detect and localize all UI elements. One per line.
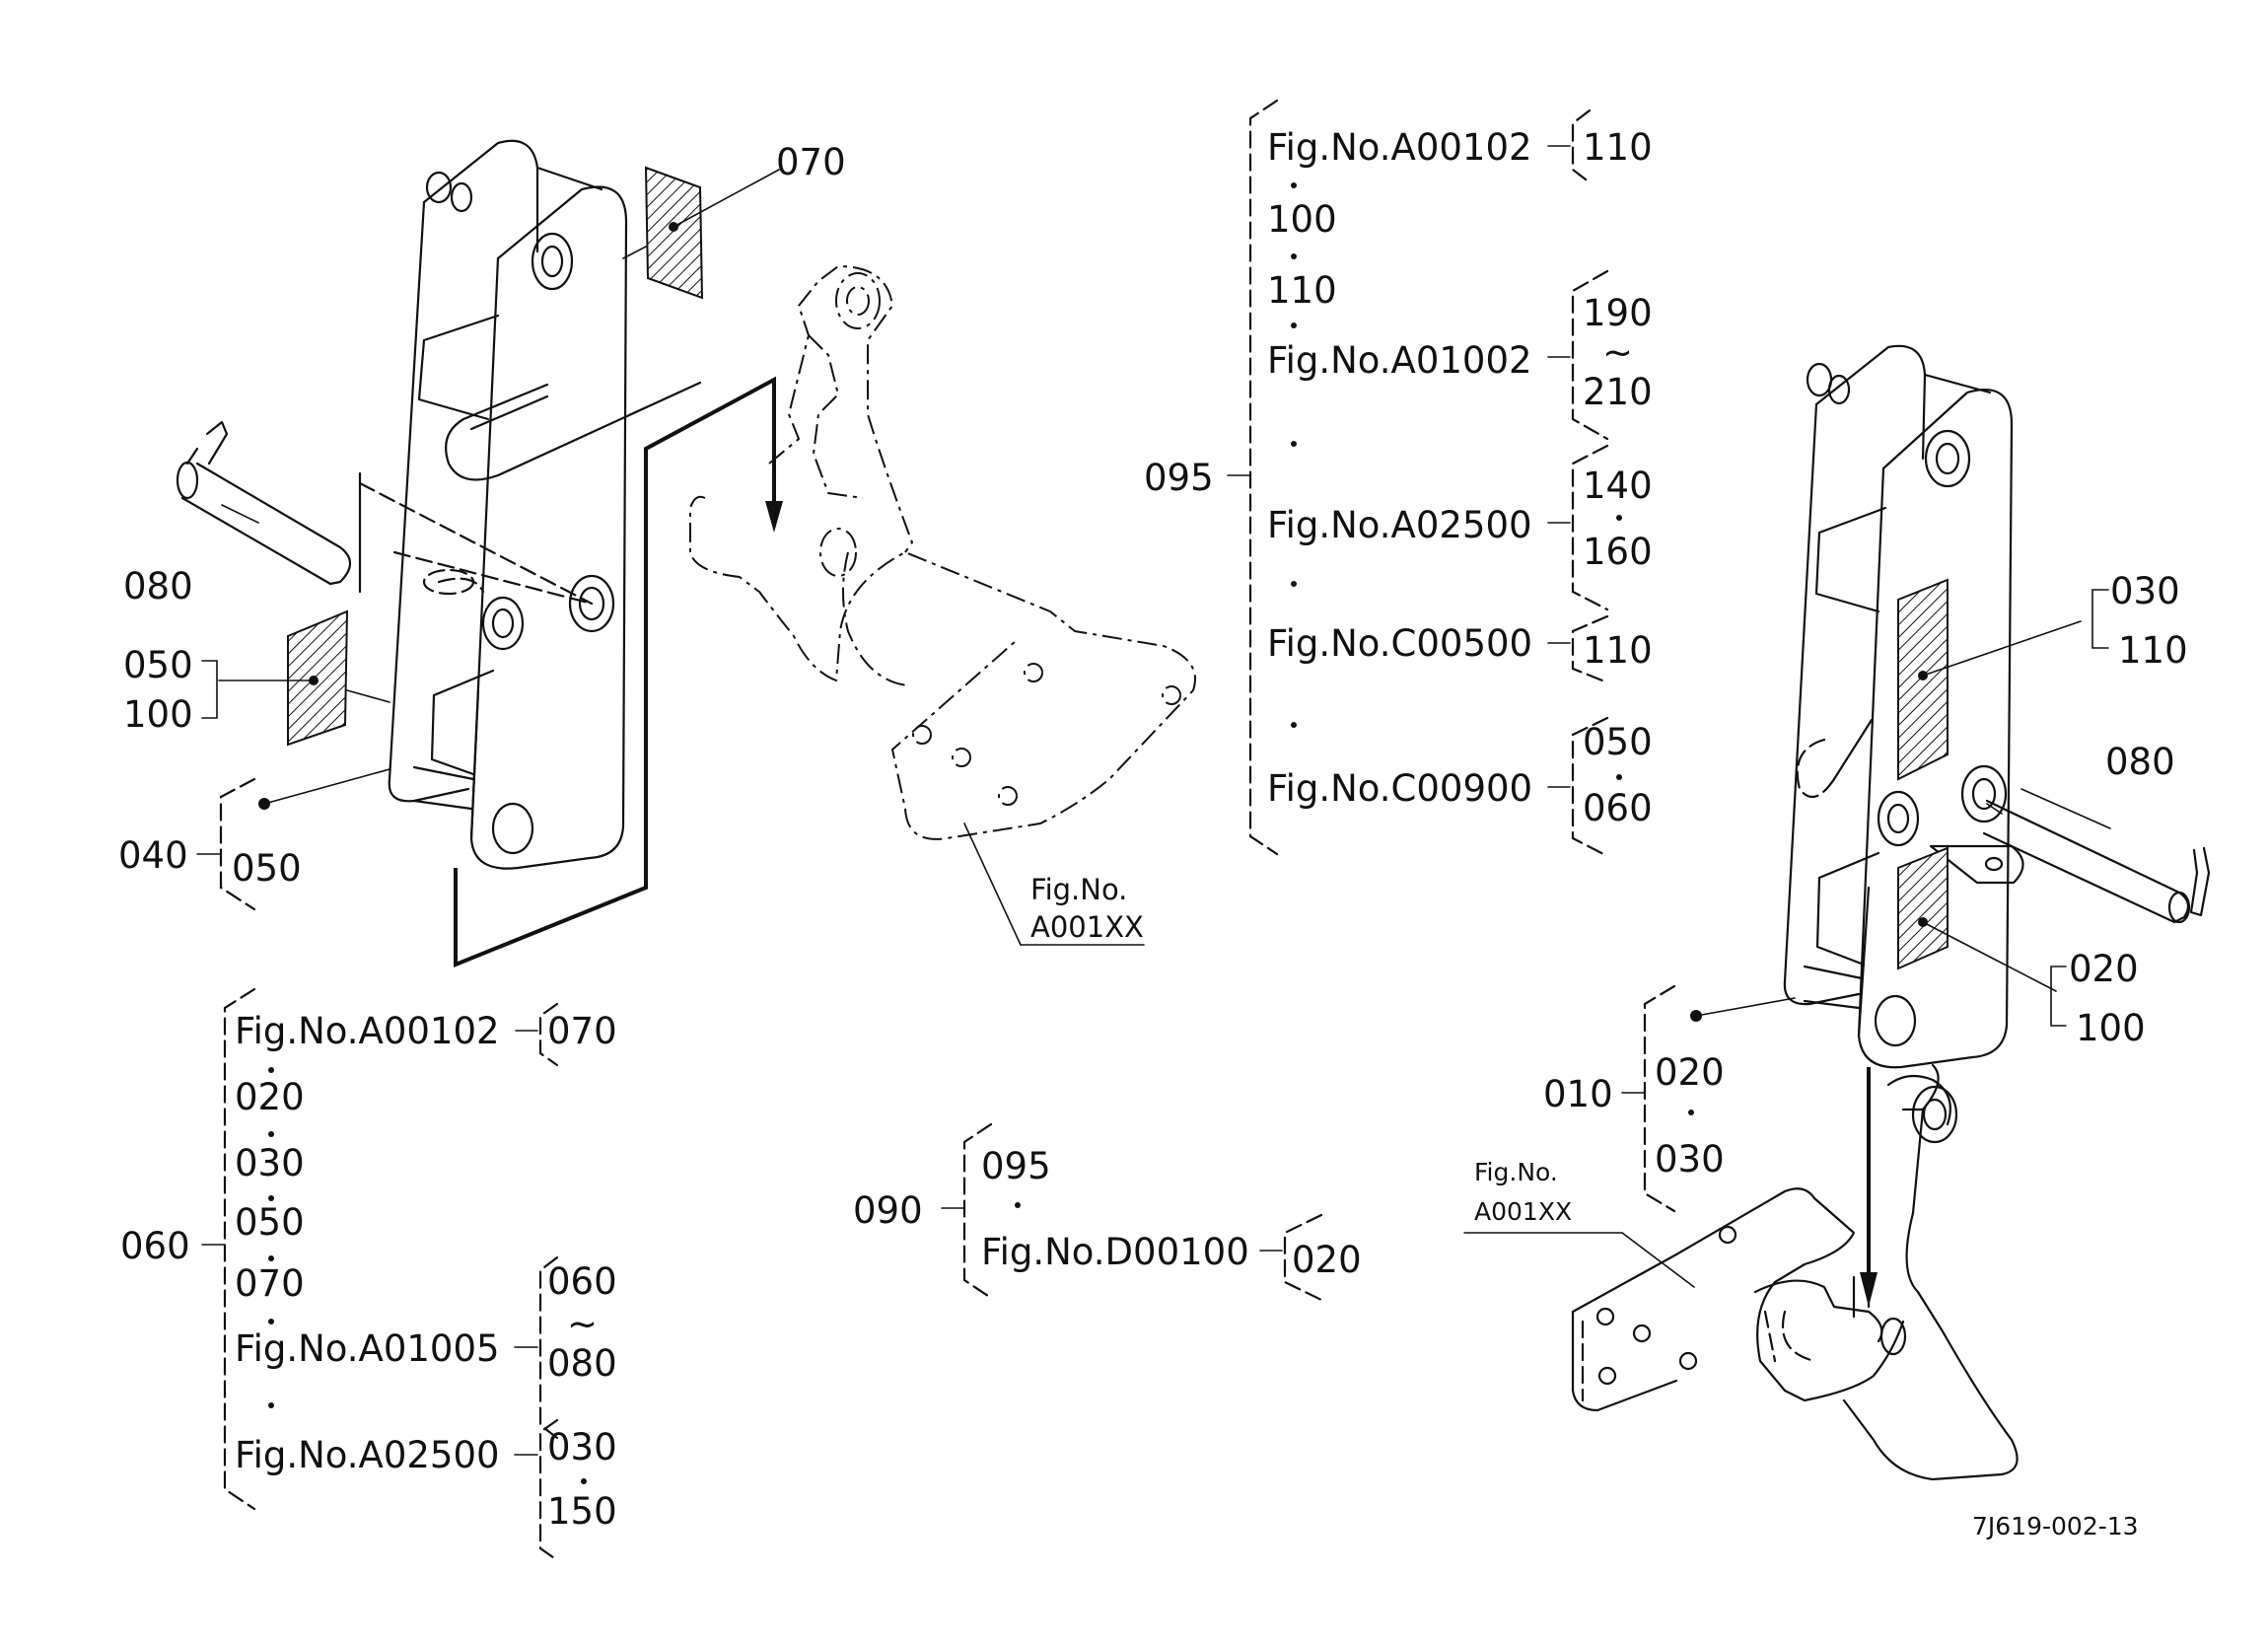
label-010: 010 xyxy=(1543,1073,1613,1115)
right-bracket-assembly xyxy=(1690,344,2211,1069)
label-010-sub-030: 030 xyxy=(1655,1138,1725,1181)
g095-fig-a01002-from: 190 xyxy=(1583,292,1653,334)
label-060: 060 xyxy=(120,1225,190,1267)
g095-range-symbol: ~ xyxy=(1602,331,1633,374)
label-020: 020 xyxy=(2069,948,2139,990)
label-040-sub-050: 050 xyxy=(232,847,302,890)
g060-range-symbol: ~ xyxy=(567,1303,598,1345)
g095-fig-a01002: Fig.No.A01002 xyxy=(1267,339,1532,382)
g095-fig-a02500-a: 140 xyxy=(1583,465,1653,507)
g095-fig-c00900-b: 060 xyxy=(1583,787,1653,829)
g060-item-070: 070 xyxy=(235,1262,305,1305)
g095-fig-a00102: Fig.No.A00102 xyxy=(1267,126,1532,169)
g095-fig-a00102-ref: 110 xyxy=(1583,126,1653,169)
label-080-left: 080 xyxy=(123,565,193,608)
fig-ref-lower-line1: Fig.No. xyxy=(1474,1158,1558,1186)
g095-fig-c00900: Fig.No.C00900 xyxy=(1267,767,1532,810)
label-040: 040 xyxy=(118,834,188,877)
label-090: 090 xyxy=(853,1189,923,1232)
label-010-sub-020: 020 xyxy=(1655,1051,1725,1094)
fig-ref-lower-line2: A001XX xyxy=(1474,1197,1572,1226)
g090-fig-d00100: Fig.No.D00100 xyxy=(981,1231,1249,1273)
group-060: 060 Fig.No.A00102 070 020 030 050 070 Fi… xyxy=(120,987,617,1562)
left-assembly-arrow xyxy=(454,376,783,967)
g090-item-095: 095 xyxy=(981,1145,1051,1187)
g060-fig-a02500-b: 150 xyxy=(547,1490,617,1533)
label-110: 110 xyxy=(2118,629,2188,672)
g090-fig-d00100-ref: 020 xyxy=(1292,1239,1362,1281)
g060-fig-a02500: Fig.No.A02500 xyxy=(235,1434,500,1476)
label-050: 050 xyxy=(123,644,193,686)
g060-fig-a00102-ref: 070 xyxy=(547,1010,617,1052)
g095-fig-c00500: Fig.No.C00500 xyxy=(1267,622,1532,665)
group-090: 090 095 Fig.No.D00100 020 xyxy=(853,1122,1362,1302)
left-bracket-assembly xyxy=(176,139,780,870)
g060-fig-a01005-to: 080 xyxy=(547,1342,617,1385)
g060-fig-a01005: Fig.No.A01005 xyxy=(235,1327,500,1370)
label-030: 030 xyxy=(2110,570,2180,612)
fig-ref-upper-line2: A001XX xyxy=(1030,910,1144,944)
g095-item-100: 100 xyxy=(1267,198,1337,241)
g095-fig-c00500-ref: 110 xyxy=(1583,629,1653,672)
g095-fig-a01002-to: 210 xyxy=(1583,371,1653,413)
label-100-right: 100 xyxy=(2076,1007,2146,1049)
group-095: 095 Fig.No.A00102 110 100 110 Fig.No.A01… xyxy=(1144,99,1653,858)
g095-item-110: 110 xyxy=(1267,269,1337,312)
label-080-right: 080 xyxy=(2105,741,2175,783)
g095-fig-a02500: Fig.No.A02500 xyxy=(1267,504,1532,546)
fig-ref-upper-line1: Fig.No. xyxy=(1030,873,1127,906)
g095-fig-a02500-b: 160 xyxy=(1583,531,1653,573)
diagram-code: 7J619-002-13 xyxy=(1972,1512,2139,1540)
label-070: 070 xyxy=(776,141,846,183)
label-100-left: 100 xyxy=(123,693,193,736)
g060-item-050: 050 xyxy=(235,1201,305,1244)
frame-reference-upper xyxy=(689,265,1196,946)
g060-fig-a02500-a: 030 xyxy=(547,1426,617,1468)
frame-reference-lower xyxy=(1463,1063,2019,1481)
g095-fig-c00900-a: 050 xyxy=(1583,721,1653,763)
label-095: 095 xyxy=(1144,457,1214,499)
g060-fig-a01005-from: 060 xyxy=(547,1260,617,1303)
g060-item-030: 030 xyxy=(235,1142,305,1184)
g060-fig-a00102: Fig.No.A00102 xyxy=(235,1010,500,1052)
g060-item-020: 020 xyxy=(235,1076,305,1118)
